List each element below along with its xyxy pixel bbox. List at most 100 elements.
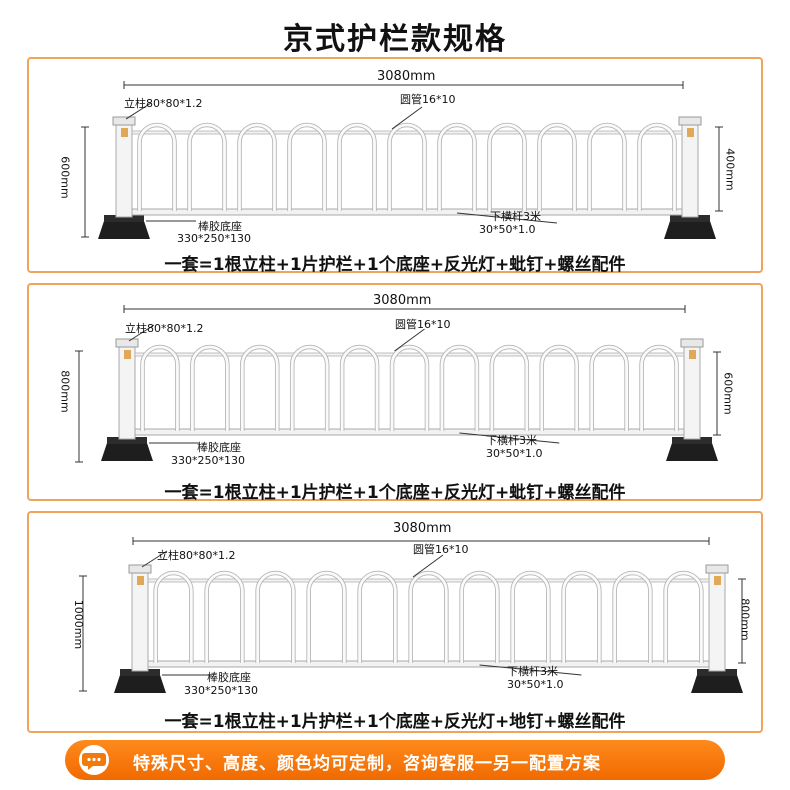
post-spec-label: 立柱80*80*1.2 [125,322,204,335]
fence-arch [562,571,601,663]
fence-arch [358,571,397,663]
bottom-rail [134,428,685,436]
rubber-base [98,221,150,239]
base-label: 棒胶底座 [197,441,241,454]
rubber-base [691,675,743,693]
rail-label: 下横杆3米 [490,210,541,223]
fence-arch-shadow [137,122,177,211]
fence-arch-shadow [337,122,377,211]
post-cap [115,338,139,348]
tube-spec-label: 圆管16*10 [400,93,456,106]
leader-line [456,212,558,224]
fence-arch [640,345,678,431]
reflector-light [137,576,144,585]
top-rail [147,578,710,583]
leader-line [141,550,168,568]
fence-arch [338,123,376,211]
fence-arch [613,571,652,663]
fence-arch-shadow [408,570,449,663]
post-spec-label: 立柱80*80*1.2 [124,97,203,110]
post-spec-label: 立柱80*80*1.2 [157,549,236,562]
fence-arch [190,345,229,431]
fence-arch-shadow [237,122,277,211]
reflector-light [124,350,131,359]
fence-illustration [79,537,746,693]
base-label: 棒胶底座 [207,671,251,684]
fence-arch-shadow [339,344,380,431]
rail-label: 下横杆3米 [486,434,537,447]
fence-arch [141,345,179,431]
fence-illustration [81,81,723,239]
rubber-base [114,675,166,693]
fence-arch [490,345,529,431]
leader-line [412,554,444,578]
base-size-label: 330*250*130 [171,454,245,467]
rubber-base [666,443,718,461]
fence-arch-shadow [187,122,227,211]
fence-arch [588,123,626,211]
fence-arch [538,123,576,211]
fence-arch [488,123,526,211]
fence-arch-shadow [589,344,629,431]
fence-arch [638,123,676,211]
top-rail [131,130,683,135]
leader-line [459,432,560,444]
leader-line [391,106,423,130]
fence-arch [409,571,448,663]
fence-arch [256,571,295,663]
fence-arch [340,345,379,431]
fence-arch-shadow [287,122,327,211]
fence-arch [290,345,329,431]
rail-size-label: 30*50*1.0 [507,678,564,691]
set-contents-caption: 一套=1根立柱+1片护栏+1个底座+反光灯+地钉+螺丝配件 [164,712,626,732]
tube-spec-label: 圆管16*10 [413,543,469,556]
fence-arch-shadow [437,122,477,211]
rubber-base-top [107,437,147,444]
customization-banner[interactable]: 特殊尺寸、高度、颜色均可定制，咨询客服一另一配置方案 [65,740,725,780]
fence-arch [188,123,226,211]
rubber-base-top [670,215,710,222]
fence-arch-shadow [387,122,427,211]
rail-label: 下横杆3米 [507,665,558,678]
bottom-rail [131,208,683,216]
rubber-base-top [120,669,160,676]
fence-arch-shadow [439,344,480,431]
fence-arch-shadow [240,344,280,431]
fence-arch [460,571,499,663]
post-cap [705,564,729,574]
fence-arch [205,571,244,663]
post-cap [128,564,152,574]
total-height-label: 600mm [58,156,72,199]
reflector-light [687,128,694,137]
page-title: 京式护栏款规格 [283,22,507,57]
spec-panel-800: 3080mm 立柱80*80*1.2 圆管16*10 800mm 600mm 棒… [27,283,763,503]
chat-bubble-icon [79,745,109,775]
set-contents-caption: 一套=1根立柱+1片护栏+1个底座+反光灯+蚍钉+螺丝配件 [164,483,626,503]
fence-arch [307,571,346,663]
set-contents-caption: 一套=1根立柱+1片护栏+1个底座+反光灯+蚍钉+螺丝配件 [164,255,626,275]
post-cap [112,116,136,126]
rubber-base [101,443,153,461]
total-height-label: 1000mm [72,599,86,650]
bottom-rail [147,660,710,668]
fence-arch [138,123,176,211]
leader-line [128,324,155,342]
banner-text: 特殊尺寸、高度、颜色均可定制，咨询客服一另一配置方案 [133,754,601,774]
fence-arch [440,345,479,431]
fence-arch-shadow [289,344,330,431]
spec-panel-1000: 3080mm 立柱80*80*1.2 圆管16*10 1000mm 800mm … [27,511,763,733]
fence-arch-shadow [539,344,579,431]
fence-arch-shadow [561,570,602,663]
fence-arch-shadow [389,344,430,431]
fence-illustration [75,305,721,463]
top-rail [134,352,685,357]
tube-spec-label: 圆管16*10 [395,318,451,331]
rail-size-label: 30*50*1.0 [479,223,536,236]
fence-arch-shadow [140,344,180,431]
base-size-label: 330*250*130 [177,232,251,245]
fence-arch [240,345,279,431]
fence-arch [438,123,476,211]
fence-arch [590,345,629,431]
fence-arch-shadow [612,570,653,663]
fence-arch-shadow [190,344,230,431]
